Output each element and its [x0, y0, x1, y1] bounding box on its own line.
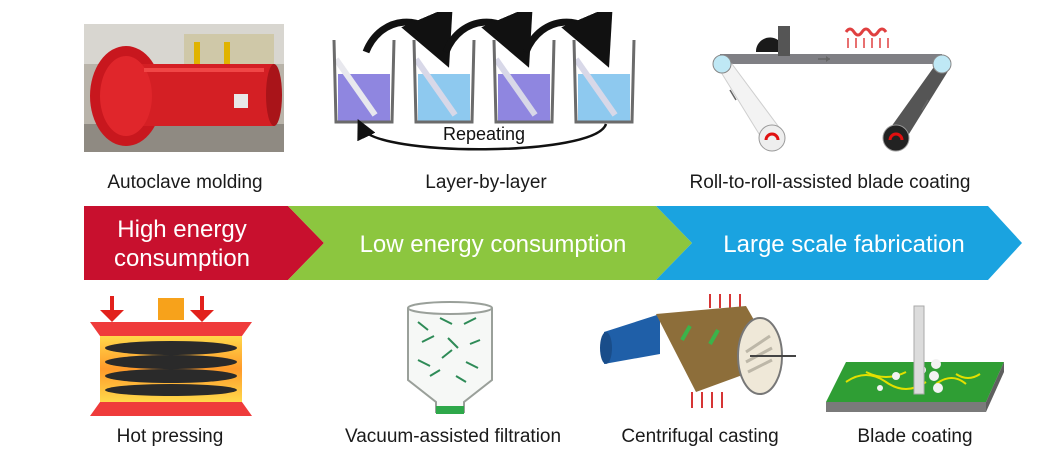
roll-to-roll-diagram	[706, 22, 956, 162]
band-low-energy-text: Low energy consumption	[360, 231, 627, 258]
layer-by-layer-diagram: Repeating	[326, 12, 644, 162]
beaker-2	[412, 39, 476, 124]
beaker-4	[572, 39, 636, 124]
energy-scale-band: High energy consumption Low energy consu…	[84, 206, 1024, 280]
caption-layer-by-layer: Layer-by-layer	[425, 172, 547, 193]
caption-autoclave-molding: Autoclave molding	[107, 172, 263, 193]
autoclave-image	[84, 24, 284, 152]
band-segment-low-energy	[288, 206, 692, 280]
beaker-3	[492, 39, 556, 124]
transfer-arrows	[362, 12, 613, 68]
repeating-label: Repeating	[443, 124, 525, 144]
caption-centrifugal-casting: Centrifugal casting	[621, 426, 779, 447]
repeating-arrow	[357, 119, 608, 151]
blade-coating-diagram	[826, 302, 1006, 420]
band-segment-high-energy	[84, 206, 324, 280]
band-segment-large-scale	[656, 206, 1022, 280]
caption-vacuum-filtration: Vacuum-assisted filtration	[344, 426, 562, 447]
beaker-1	[332, 39, 396, 124]
caption-hot-pressing: Hot pressing	[116, 426, 224, 447]
hot-pressing-diagram	[86, 292, 256, 420]
centrifugal-casting-diagram	[600, 292, 800, 422]
band-large-scale-text: Large scale fabrication	[723, 231, 964, 258]
vacuum-filtration-diagram	[400, 298, 500, 420]
caption-blade-coating: Blade coating	[857, 426, 973, 447]
caption-roll-to-roll: Roll-to-roll-assisted blade coating	[689, 172, 971, 193]
band-high-energy-line2: consumption	[114, 245, 250, 272]
band-high-energy-line1: High energy	[117, 216, 246, 243]
